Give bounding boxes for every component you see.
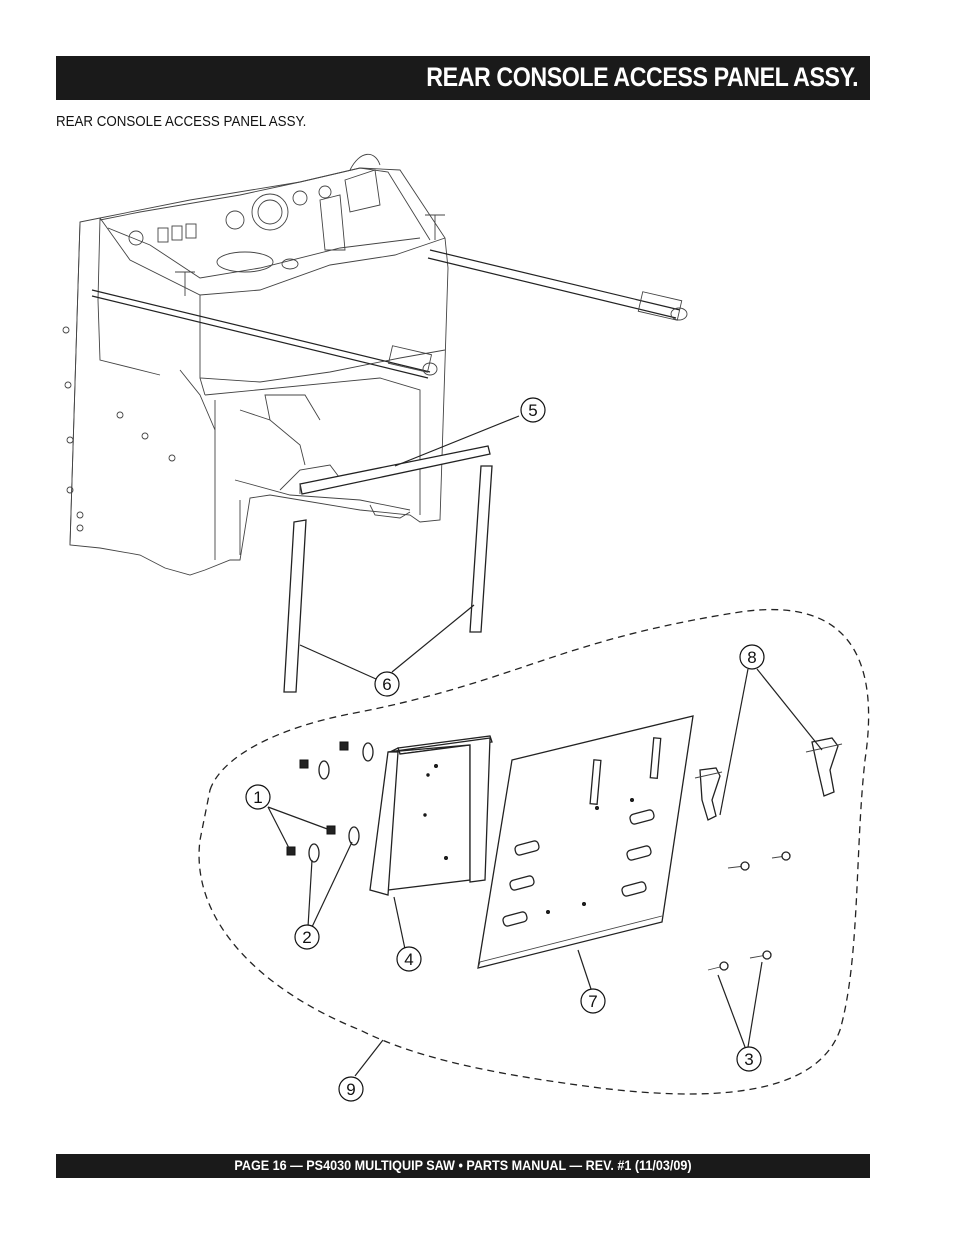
svg-text:6: 6 — [382, 675, 391, 694]
svg-text:4: 4 — [404, 950, 413, 969]
callout-9: 9 — [338, 1076, 364, 1102]
page-footer-text: PAGE 16 — PS4030 MULTIQUIP SAW • PARTS M… — [234, 1157, 692, 1173]
svg-text:7: 7 — [588, 992, 597, 1011]
part-3-screws — [707, 851, 791, 971]
part-6-strips — [283, 465, 493, 693]
part-2-washers — [308, 742, 374, 863]
section-subtitle: REAR CONSOLE ACCESS PANEL ASSY. — [56, 114, 307, 130]
page-title: REAR CONSOLE ACCESS PANEL ASSY. — [426, 62, 858, 92]
part-8-latches — [694, 737, 843, 821]
callout-8: 8 — [739, 644, 765, 670]
svg-text:9: 9 — [346, 1080, 355, 1099]
callout-6: 6 — [374, 671, 400, 697]
callout-1: 1 — [245, 784, 271, 810]
svg-text:1: 1 — [253, 788, 262, 807]
part-5-strip — [299, 445, 491, 495]
callout-3: 3 — [736, 1046, 762, 1072]
svg-text:2: 2 — [302, 928, 311, 947]
callout-4: 4 — [396, 946, 422, 972]
callout-2: 2 — [294, 924, 320, 950]
kit-outline-dashed — [198, 608, 870, 1095]
svg-text:8: 8 — [747, 648, 756, 667]
page-footer-bar: PAGE 16 — PS4030 MULTIQUIP SAW • PARTS M… — [56, 1154, 870, 1178]
part-7-access-panel — [477, 715, 694, 969]
machine-frame-drawing — [62, 153, 688, 576]
callout-7: 7 — [580, 988, 606, 1014]
part-1-nuts — [286, 741, 349, 856]
part-4-cover-box — [369, 735, 493, 896]
svg-text:3: 3 — [744, 1050, 753, 1069]
callout-5: 5 — [520, 397, 546, 423]
page-title-bar: REAR CONSOLE ACCESS PANEL ASSY. — [56, 56, 870, 100]
svg-text:5: 5 — [528, 401, 537, 420]
